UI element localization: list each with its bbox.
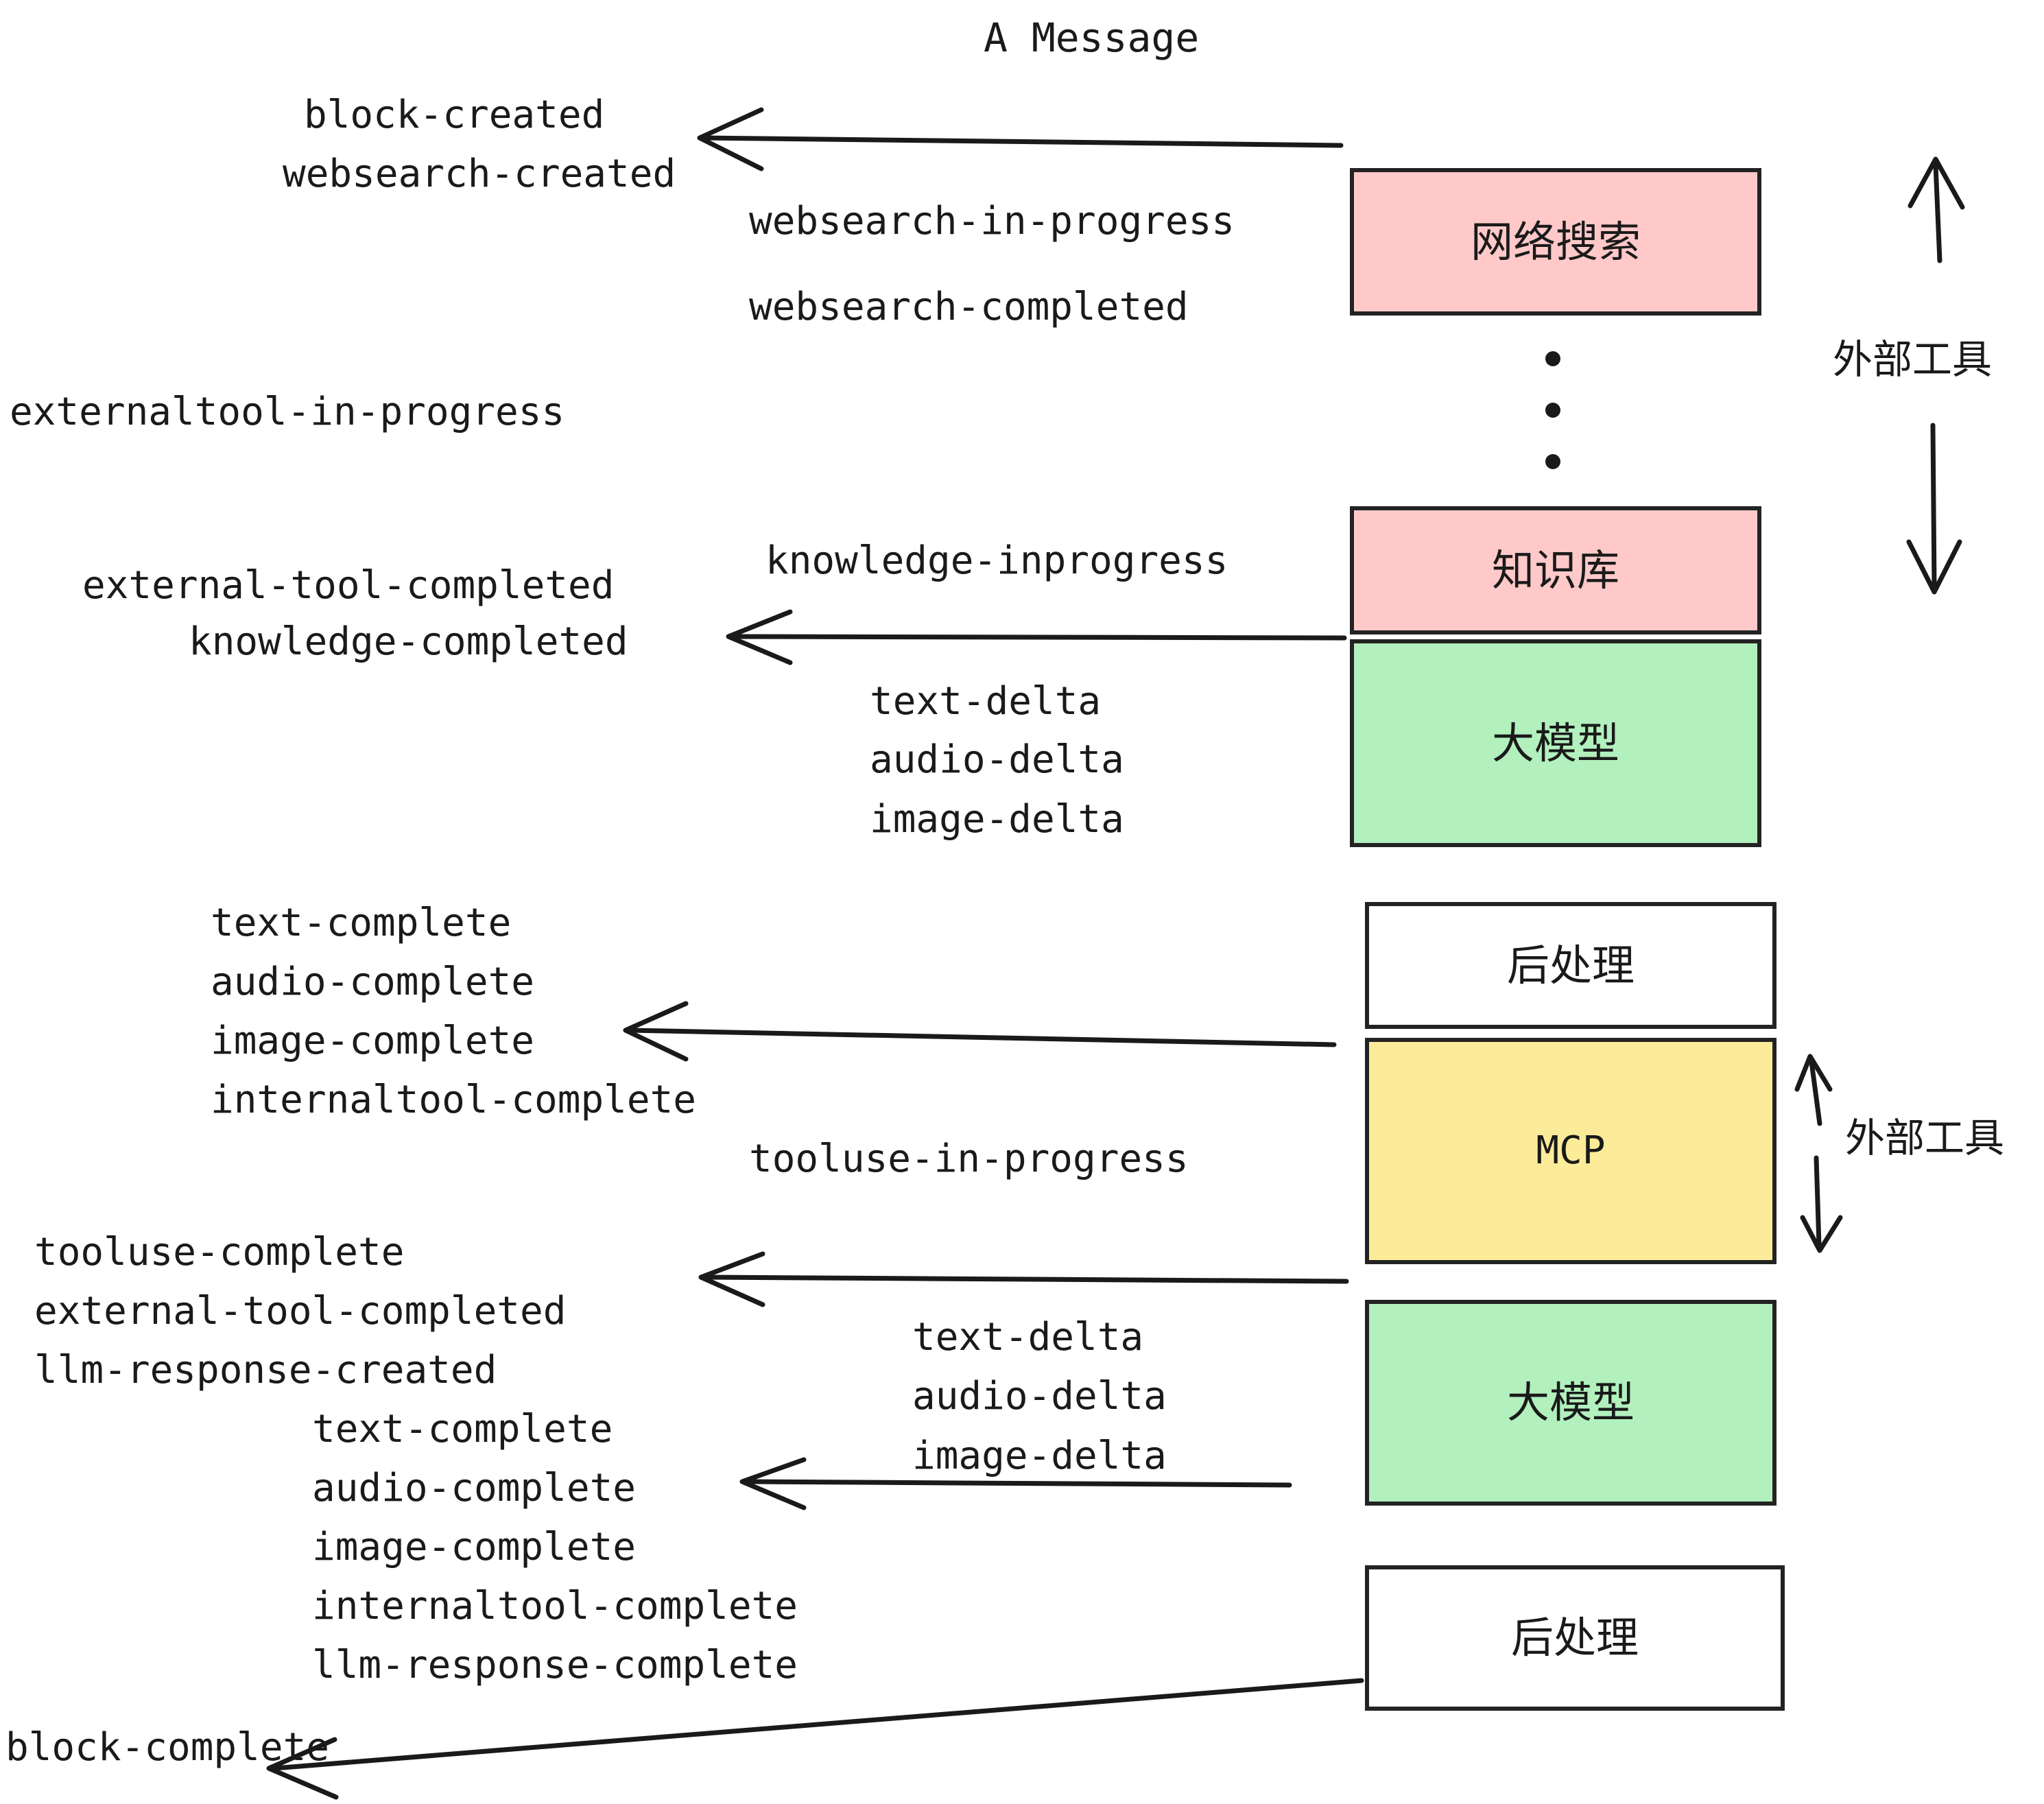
- node-mcp[interactable]: MCP: [1365, 1038, 1776, 1264]
- event-image-complete-2: image-complete: [312, 1525, 637, 1569]
- ellipsis-dot-1: [1545, 351, 1560, 366]
- event-tooluse-in-progress: tooluse-in-progress: [749, 1137, 1189, 1181]
- event-llm-response-created: llm-response-created: [34, 1348, 497, 1392]
- arrow-websearch-to-created: [700, 135, 1344, 148]
- event-websearch-created: websearch-created: [283, 152, 676, 196]
- arrow-postprocess2-to-block-complete: [272, 1678, 1364, 1771]
- node-mcp-label: MCP: [1536, 1128, 1606, 1173]
- event-internaltool-complete-2: internaltool-complete: [312, 1584, 798, 1628]
- event-block-created: block-created: [304, 93, 605, 137]
- event-knowledge-completed: knowledge-completed: [189, 619, 628, 664]
- arrow-external-tool-top-up: [1933, 162, 1942, 263]
- event-knowledge-inprogress: knowledge-inprogress: [765, 538, 1228, 583]
- node-postprocess-2[interactable]: 后处理: [1365, 1565, 1785, 1711]
- arrowhead-websearch-to-created: [697, 107, 764, 171]
- arrowhead-knowledge-to-completed: [726, 609, 793, 665]
- event-audio-complete-2: audio-complete: [312, 1466, 637, 1510]
- event-websearch-in-progress: websearch-in-progress: [749, 199, 1235, 244]
- event-image-complete-1: image-complete: [211, 1019, 535, 1063]
- arrowhead-external-tool-top-up: [1908, 156, 1965, 210]
- node-llm-1-label: 大模型: [1491, 717, 1619, 768]
- node-llm-1[interactable]: 大模型: [1350, 639, 1761, 847]
- event-external-tool-completed-1: external-tool-completed: [82, 563, 615, 608]
- page-title: A Message: [984, 14, 1200, 61]
- arrow-external-tool-bottom-down: [1814, 1155, 1822, 1248]
- arrow-postprocess1-to-image-complete: [628, 1028, 1337, 1047]
- ellipsis-dot-2: [1545, 403, 1560, 418]
- event-external-tool-completed-2: external-tool-completed: [34, 1289, 567, 1333]
- arrowhead-llm2-to-audio-complete: [739, 1457, 807, 1510]
- event-websearch-completed: websearch-completed: [749, 285, 1189, 329]
- node-postprocess-2-label: 后处理: [1510, 1613, 1639, 1663]
- event-text-complete-2: text-complete: [312, 1407, 613, 1451]
- node-llm-2[interactable]: 大模型: [1365, 1300, 1776, 1506]
- arrow-external-tool-top-down: [1930, 423, 1937, 589]
- ellipsis-dot-3: [1545, 454, 1560, 469]
- event-tooluse-complete: tooluse-complete: [34, 1230, 405, 1274]
- event-externaltool-in-progress: externaltool-in-progress: [10, 390, 565, 434]
- event-block-complete: block-complete: [5, 1725, 330, 1770]
- event-audio-complete-1: audio-complete: [211, 960, 535, 1004]
- node-knowledge[interactable]: 知识库: [1350, 506, 1761, 634]
- node-websearch[interactable]: 网络搜索: [1350, 168, 1761, 316]
- event-text-complete-1: text-complete: [211, 901, 512, 945]
- arrow-mcp-to-tooluse-complete: [704, 1274, 1349, 1284]
- node-llm-2-label: 大模型: [1506, 1377, 1635, 1427]
- node-postprocess-1-label: 后处理: [1506, 940, 1635, 990]
- side-label-external-tool-bottom: 外部工具: [1845, 1115, 2005, 1161]
- event-llm-response-complete: llm-response-complete: [312, 1643, 798, 1687]
- event-image-delta-2: image-delta: [912, 1434, 1167, 1478]
- arrowhead-external-tool-bottom-up: [1794, 1054, 1833, 1092]
- event-text-delta-1: text-delta: [870, 679, 1102, 724]
- side-label-external-tool-top: 外部工具: [1833, 336, 1993, 383]
- node-postprocess-1[interactable]: 后处理: [1365, 902, 1776, 1029]
- arrowhead-mcp-to-tooluse-complete: [698, 1251, 765, 1307]
- node-websearch-label: 网络搜索: [1470, 216, 1641, 267]
- event-audio-delta-1: audio-delta: [870, 737, 1124, 782]
- event-text-delta-2: text-delta: [912, 1315, 1144, 1360]
- event-image-delta-1: image-delta: [870, 797, 1124, 842]
- arrow-knowledge-to-completed: [731, 634, 1347, 641]
- event-internaltool-complete-1: internaltool-complete: [211, 1078, 697, 1122]
- arrowhead-external-tool-top-down: [1906, 539, 1962, 595]
- arrow-llm2-to-audio-complete: [745, 1479, 1292, 1488]
- arrowhead-external-tool-bottom-down: [1800, 1215, 1843, 1253]
- arrowhead-postprocess1-to-image-complete: [623, 1001, 689, 1062]
- arrow-external-tool-bottom-up: [1809, 1059, 1822, 1126]
- node-knowledge-label: 知识库: [1491, 545, 1619, 595]
- event-audio-delta-2: audio-delta: [912, 1374, 1167, 1419]
